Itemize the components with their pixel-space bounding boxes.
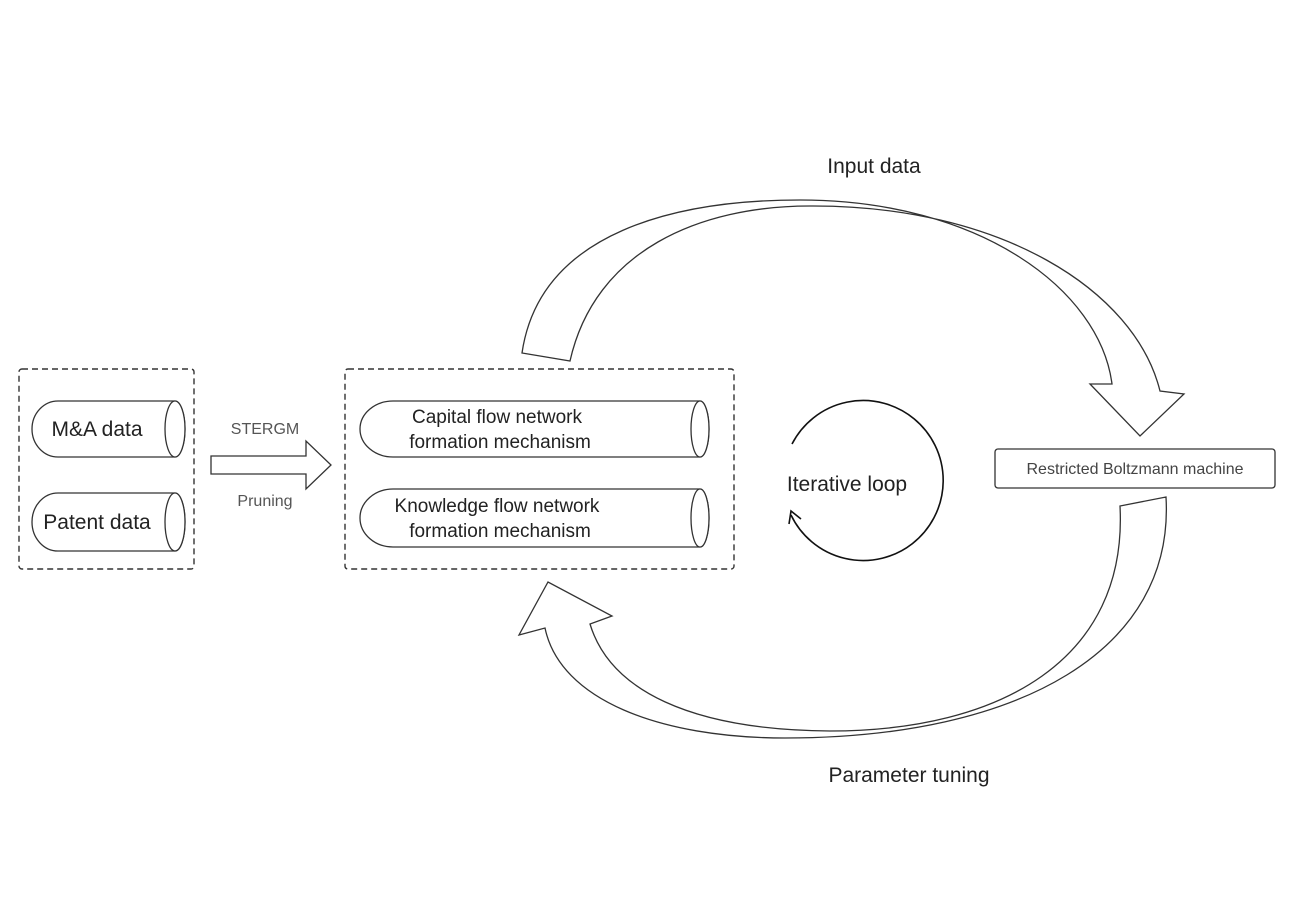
input-data-curved-arrow bbox=[521, 199, 1186, 437]
input-data-label: Input data bbox=[827, 155, 921, 178]
stergm-label: STERGM bbox=[231, 421, 299, 438]
data-sources-group bbox=[18, 368, 195, 570]
ma-data-cylinder: M&A data bbox=[31, 400, 186, 458]
capital-flow-label-line2: formation mechanism bbox=[409, 432, 591, 453]
patent-data-label: Patent data bbox=[43, 511, 151, 534]
rbm-label: Restricted Boltzmann machine bbox=[1027, 461, 1244, 478]
iterative-loop-label: Iterative loop bbox=[787, 473, 907, 496]
knowledge-flow-label-line1: Knowledge flow network bbox=[395, 496, 600, 517]
parameter-tuning-curved-arrow bbox=[517, 496, 1167, 739]
knowledge-flow-label-line2: formation mechanism bbox=[409, 521, 591, 542]
mechanisms-group bbox=[344, 368, 735, 570]
patent-data-cylinder: Patent data bbox=[31, 492, 186, 552]
capital-flow-cylinder: Capital flow network formation mechanism bbox=[359, 400, 710, 458]
pruning-label: Pruning bbox=[237, 493, 292, 510]
knowledge-flow-cylinder: Knowledge flow network formation mechani… bbox=[359, 488, 710, 548]
iterative-loop-arrowhead bbox=[788, 509, 802, 525]
stergm-block-arrow bbox=[210, 439, 332, 491]
ma-data-label: M&A data bbox=[51, 418, 142, 441]
parameter-tuning-label: Parameter tuning bbox=[828, 764, 989, 787]
rbm-box bbox=[994, 448, 1276, 489]
capital-flow-label-line1: Capital flow network bbox=[412, 407, 583, 428]
iterative-loop-arc bbox=[790, 399, 944, 562]
